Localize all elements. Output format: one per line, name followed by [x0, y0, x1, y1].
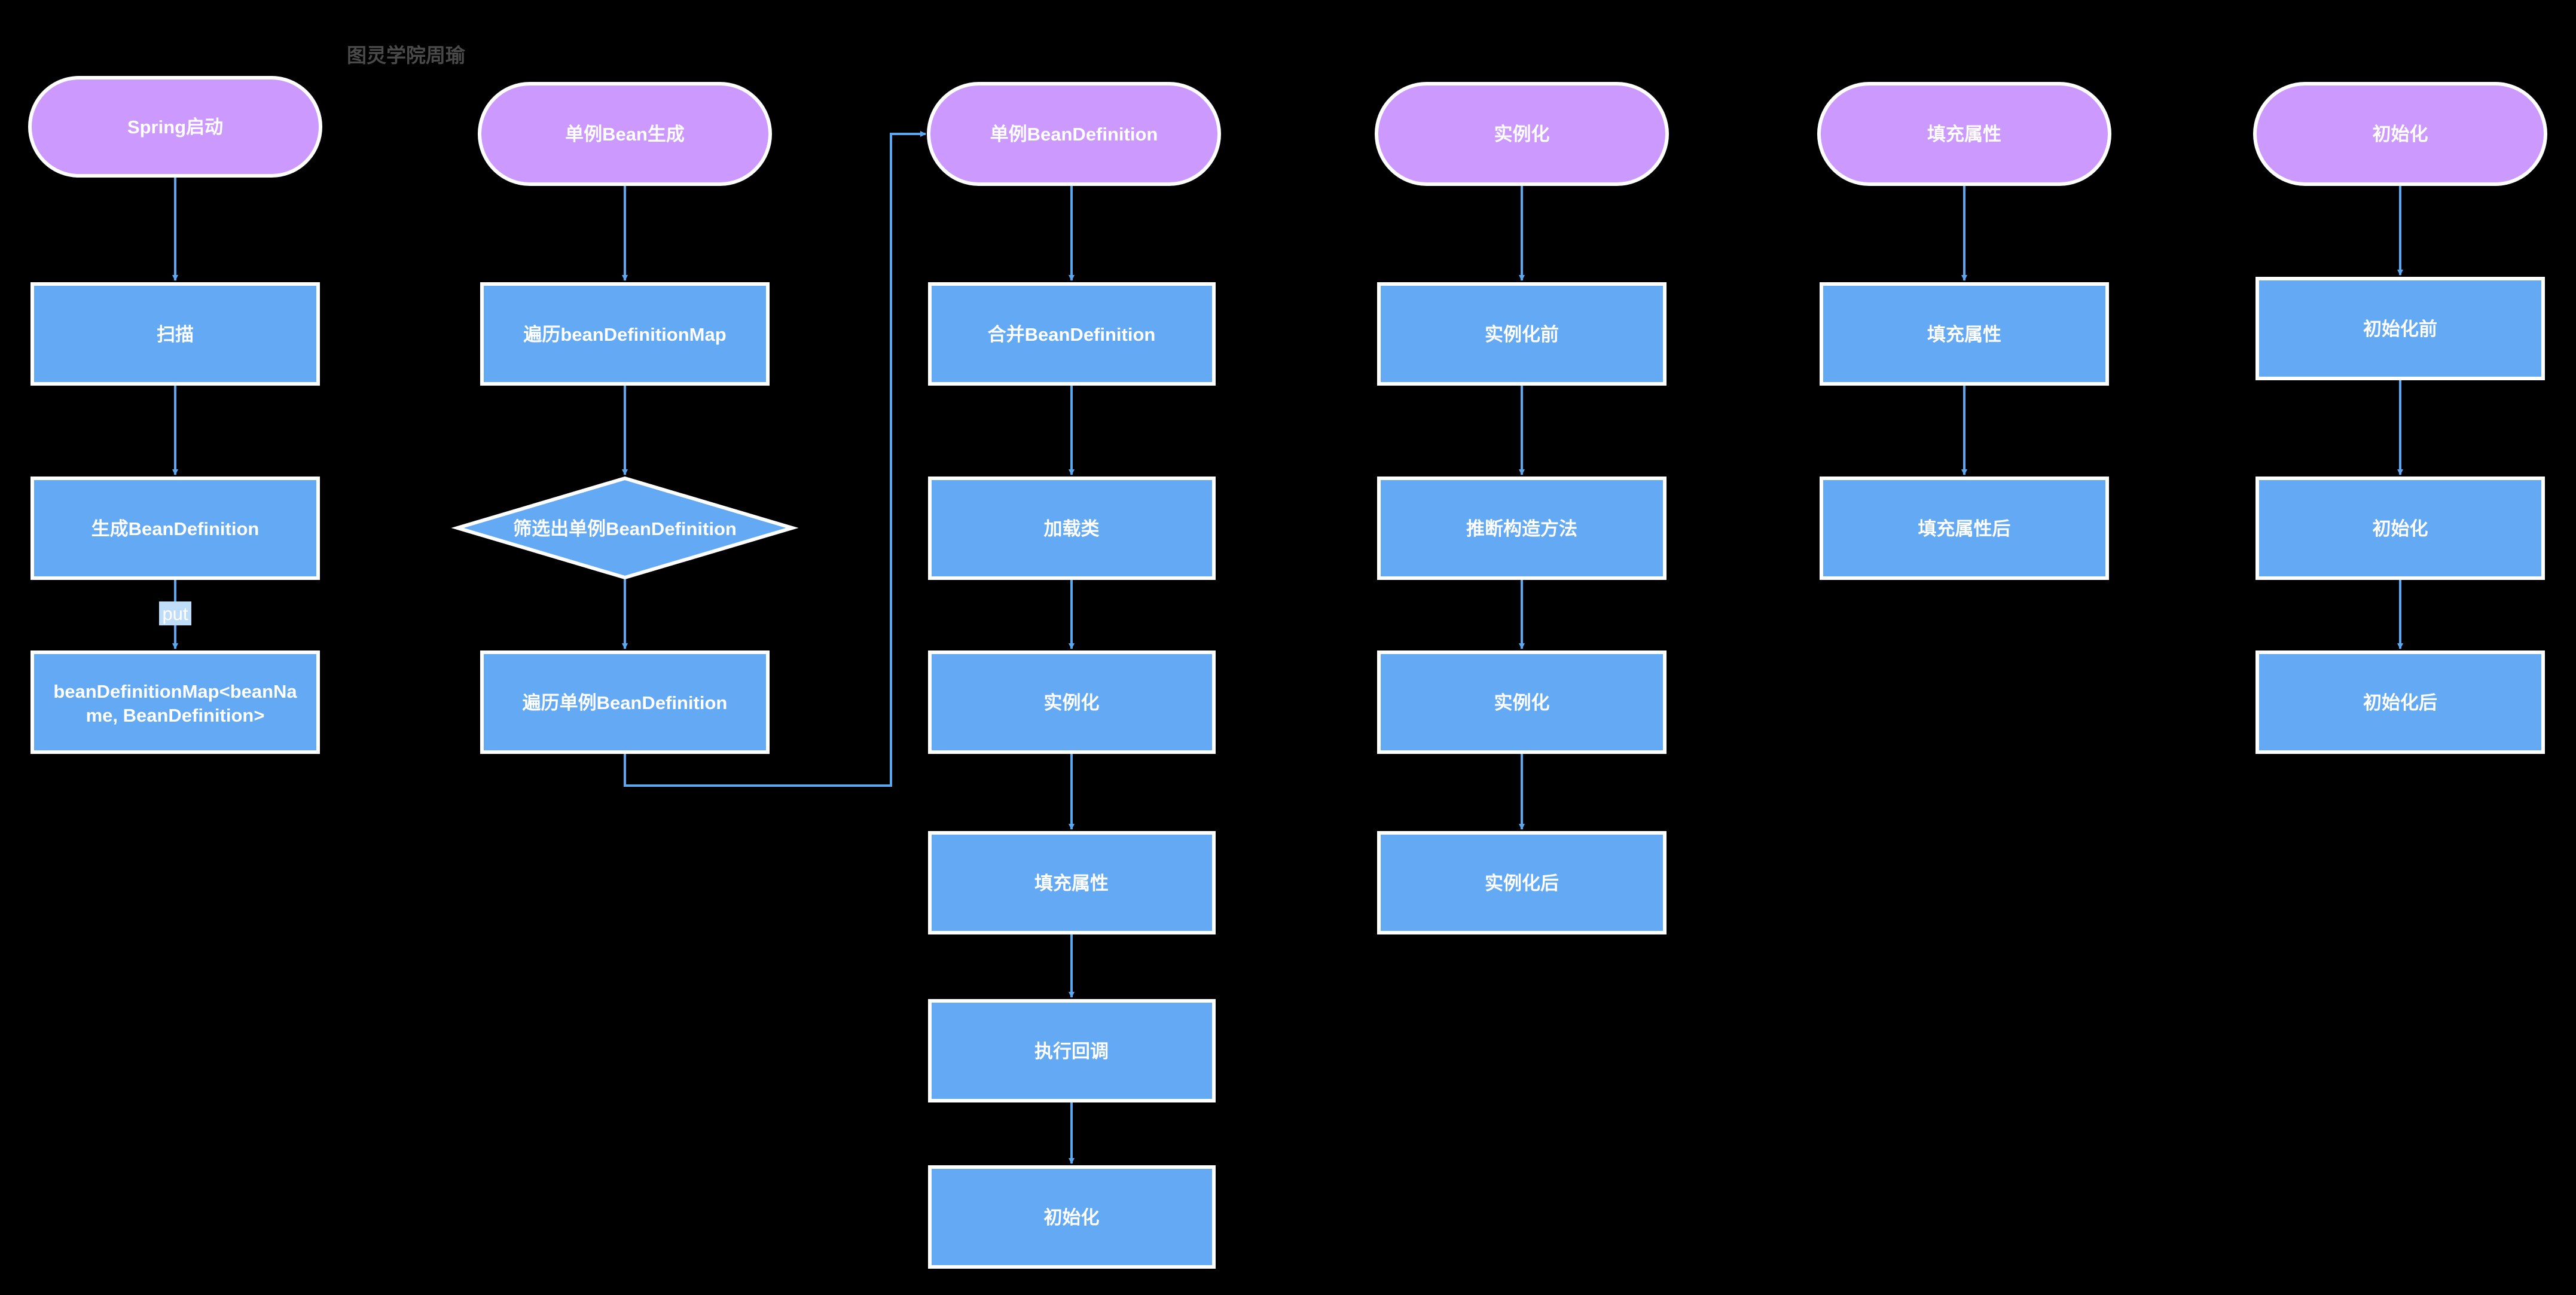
- node-traverse-bean-definition-map[interactable]: [480, 282, 770, 386]
- column-spring: Spring启动 扫描 生成BeanDefinition beanDefinit…: [28, 76, 322, 754]
- node-init-start-label: 初始化: [2373, 124, 2428, 145]
- column-populate: 填充属性 填充属性 填充属性后: [1817, 82, 2111, 580]
- node-instantiation-start-label: 实例化: [1494, 124, 1550, 145]
- edge-traverse-singleton-to-singleton-bd: [624, 131, 926, 787]
- node-singleton-bean-start-label: 单例Bean生成: [565, 124, 685, 145]
- node-before-initialization[interactable]: [2255, 277, 2545, 380]
- node-initialize-bd-label: 初始化: [1044, 1207, 1100, 1228]
- node-scan-label: 扫描: [157, 324, 194, 345]
- node-bean-definition-map[interactable]: [30, 650, 320, 754]
- edge-label-put: put: [159, 601, 191, 625]
- node-initialize-bd[interactable]: [928, 1165, 1216, 1269]
- node-populate-start-label: 填充属性: [1927, 124, 2001, 145]
- node-traverse-bean-definition-map-label: 遍历beanDefinitionMap: [523, 324, 726, 345]
- node-filter-singleton-decision[interactable]: [451, 476, 799, 580]
- node-execute-callback[interactable]: [928, 999, 1216, 1102]
- node-scan[interactable]: [30, 282, 320, 386]
- node-infer-constructor[interactable]: [1377, 477, 1667, 580]
- node-after-initialization-label: 初始化后: [2363, 692, 2437, 713]
- edges: [172, 131, 2403, 1164]
- node-merge-bean-definition[interactable]: [928, 282, 1216, 386]
- node-generate-bean-definition[interactable]: [30, 477, 320, 580]
- node-before-instantiation[interactable]: [1377, 282, 1667, 386]
- watermark-text: 图灵学院周瑜: [347, 44, 466, 66]
- node-before-initialization-label: 初始化前: [2363, 319, 2437, 340]
- node-populate-bd-label: 填充属性: [1034, 873, 1109, 894]
- edge-label-put-text: put: [162, 603, 188, 624]
- node-singleton-bean-definition-start[interactable]: [927, 82, 1221, 186]
- node-instantiate-bd[interactable]: [928, 650, 1216, 754]
- node-instantiation-start[interactable]: [1375, 82, 1669, 186]
- node-instantiate[interactable]: [1377, 650, 1667, 754]
- node-after-populate-label: 填充属性后: [1918, 518, 2011, 539]
- node-after-populate[interactable]: [1820, 477, 2109, 580]
- node-populate-bd[interactable]: [928, 831, 1216, 934]
- node-generate-bean-definition-label: 生成BeanDefinition: [91, 518, 260, 539]
- node-instantiate-bd-label: 实例化: [1044, 692, 1100, 713]
- node-spring-start[interactable]: [28, 76, 322, 178]
- node-initialization[interactable]: [2255, 477, 2545, 580]
- node-populate-properties-label: 填充属性: [1927, 324, 2001, 345]
- column-singleton-bean-definition: 单例BeanDefinition 合并BeanDefinition 加载类 实例…: [927, 82, 1221, 1269]
- column-initialization: 初始化 初始化前 初始化 初始化后: [2253, 82, 2547, 754]
- node-after-instantiation[interactable]: [1377, 831, 1667, 934]
- node-traverse-singleton-bean-definition-label: 遍历单例BeanDefinition: [523, 692, 728, 713]
- node-spring-start-label: Spring启动: [127, 117, 223, 138]
- column-instantiation: 实例化 实例化前 推断构造方法 实例化 实例化后: [1375, 82, 1669, 934]
- node-populate-properties[interactable]: [1820, 282, 2109, 386]
- node-singleton-bean-definition-start-label: 单例BeanDefinition: [990, 124, 1158, 145]
- node-before-instantiation-label: 实例化前: [1485, 324, 1559, 345]
- node-bean-definition-map-label-line2: me, BeanDefinition>: [86, 705, 265, 726]
- node-load-class-label: 加载类: [1044, 518, 1100, 539]
- node-initialization-label: 初始化: [2373, 518, 2428, 539]
- node-traverse-singleton-bean-definition[interactable]: [480, 650, 770, 754]
- node-instantiate-label: 实例化: [1494, 692, 1550, 713]
- node-filter-singleton-decision-label: 筛选出单例BeanDefinition: [513, 518, 737, 539]
- node-singleton-bean-start[interactable]: [478, 82, 772, 186]
- node-populate-start[interactable]: [1817, 82, 2111, 186]
- column-singleton-bean: 单例Bean生成 遍历beanDefinitionMap 筛选出单例BeanDe…: [451, 82, 799, 754]
- node-init-start[interactable]: [2253, 82, 2547, 186]
- node-after-instantiation-label: 实例化后: [1485, 873, 1559, 894]
- node-bean-definition-map-label-line1: beanDefinitionMap<beanNa: [53, 681, 297, 702]
- node-merge-bean-definition-label: 合并BeanDefinition: [988, 324, 1156, 345]
- node-execute-callback-label: 执行回调: [1034, 1041, 1109, 1062]
- node-load-class[interactable]: [928, 477, 1216, 580]
- node-after-initialization[interactable]: [2255, 650, 2545, 754]
- edge-label-put-background: [159, 601, 191, 625]
- node-infer-constructor-label: 推断构造方法: [1466, 518, 1577, 539]
